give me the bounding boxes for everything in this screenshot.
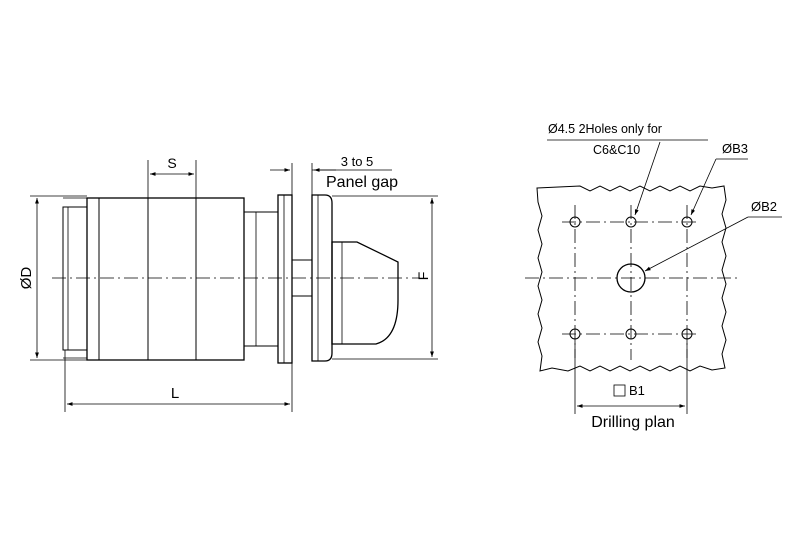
dim-l-label: L — [171, 385, 179, 402]
dim-b2-leader — [644, 216, 749, 272]
switch-body — [86, 197, 245, 361]
front-plate — [311, 194, 333, 362]
dim-b3-leader — [690, 158, 717, 216]
mounting-hole-top-left — [569, 216, 581, 228]
dim-b1-label: B1 — [629, 383, 645, 398]
handle-knob — [331, 241, 399, 345]
dim-b2-label: ØB2 — [751, 199, 777, 214]
dim-b3-label: ØB3 — [722, 141, 748, 156]
panel-outline — [536, 185, 727, 372]
side-view: S ØD L F 3 to 5 Panel gap — [18, 154, 438, 412]
mounting-hole-bottom-middle — [625, 328, 637, 340]
hole-note-line1: Ø4.5 2Holes only for — [548, 122, 662, 136]
mounting-hole-top-middle — [625, 216, 637, 228]
drilling-plan-title: Drilling plan — [591, 414, 675, 431]
hole-note-line2: C6&C10 — [593, 143, 640, 157]
drilling-plan: Ø4.5 2Holes only for C6&C10 ØB3 ØB2 B1 D… — [525, 122, 782, 431]
dim-s-label: S — [167, 155, 176, 171]
shaft-hole — [616, 263, 646, 293]
mounting-flange — [277, 194, 293, 364]
mounting-hole-top-right — [681, 216, 693, 228]
panel-range-label: 3 to 5 — [341, 154, 374, 169]
rear-cap — [62, 206, 88, 351]
dim-f-label: F — [415, 272, 431, 281]
square-symbol-icon — [613, 384, 626, 397]
dim-d-label: ØD — [18, 267, 35, 290]
panel-gap-label: Panel gap — [326, 174, 398, 191]
hole-note-leader — [634, 141, 661, 216]
front-collar — [243, 211, 279, 347]
